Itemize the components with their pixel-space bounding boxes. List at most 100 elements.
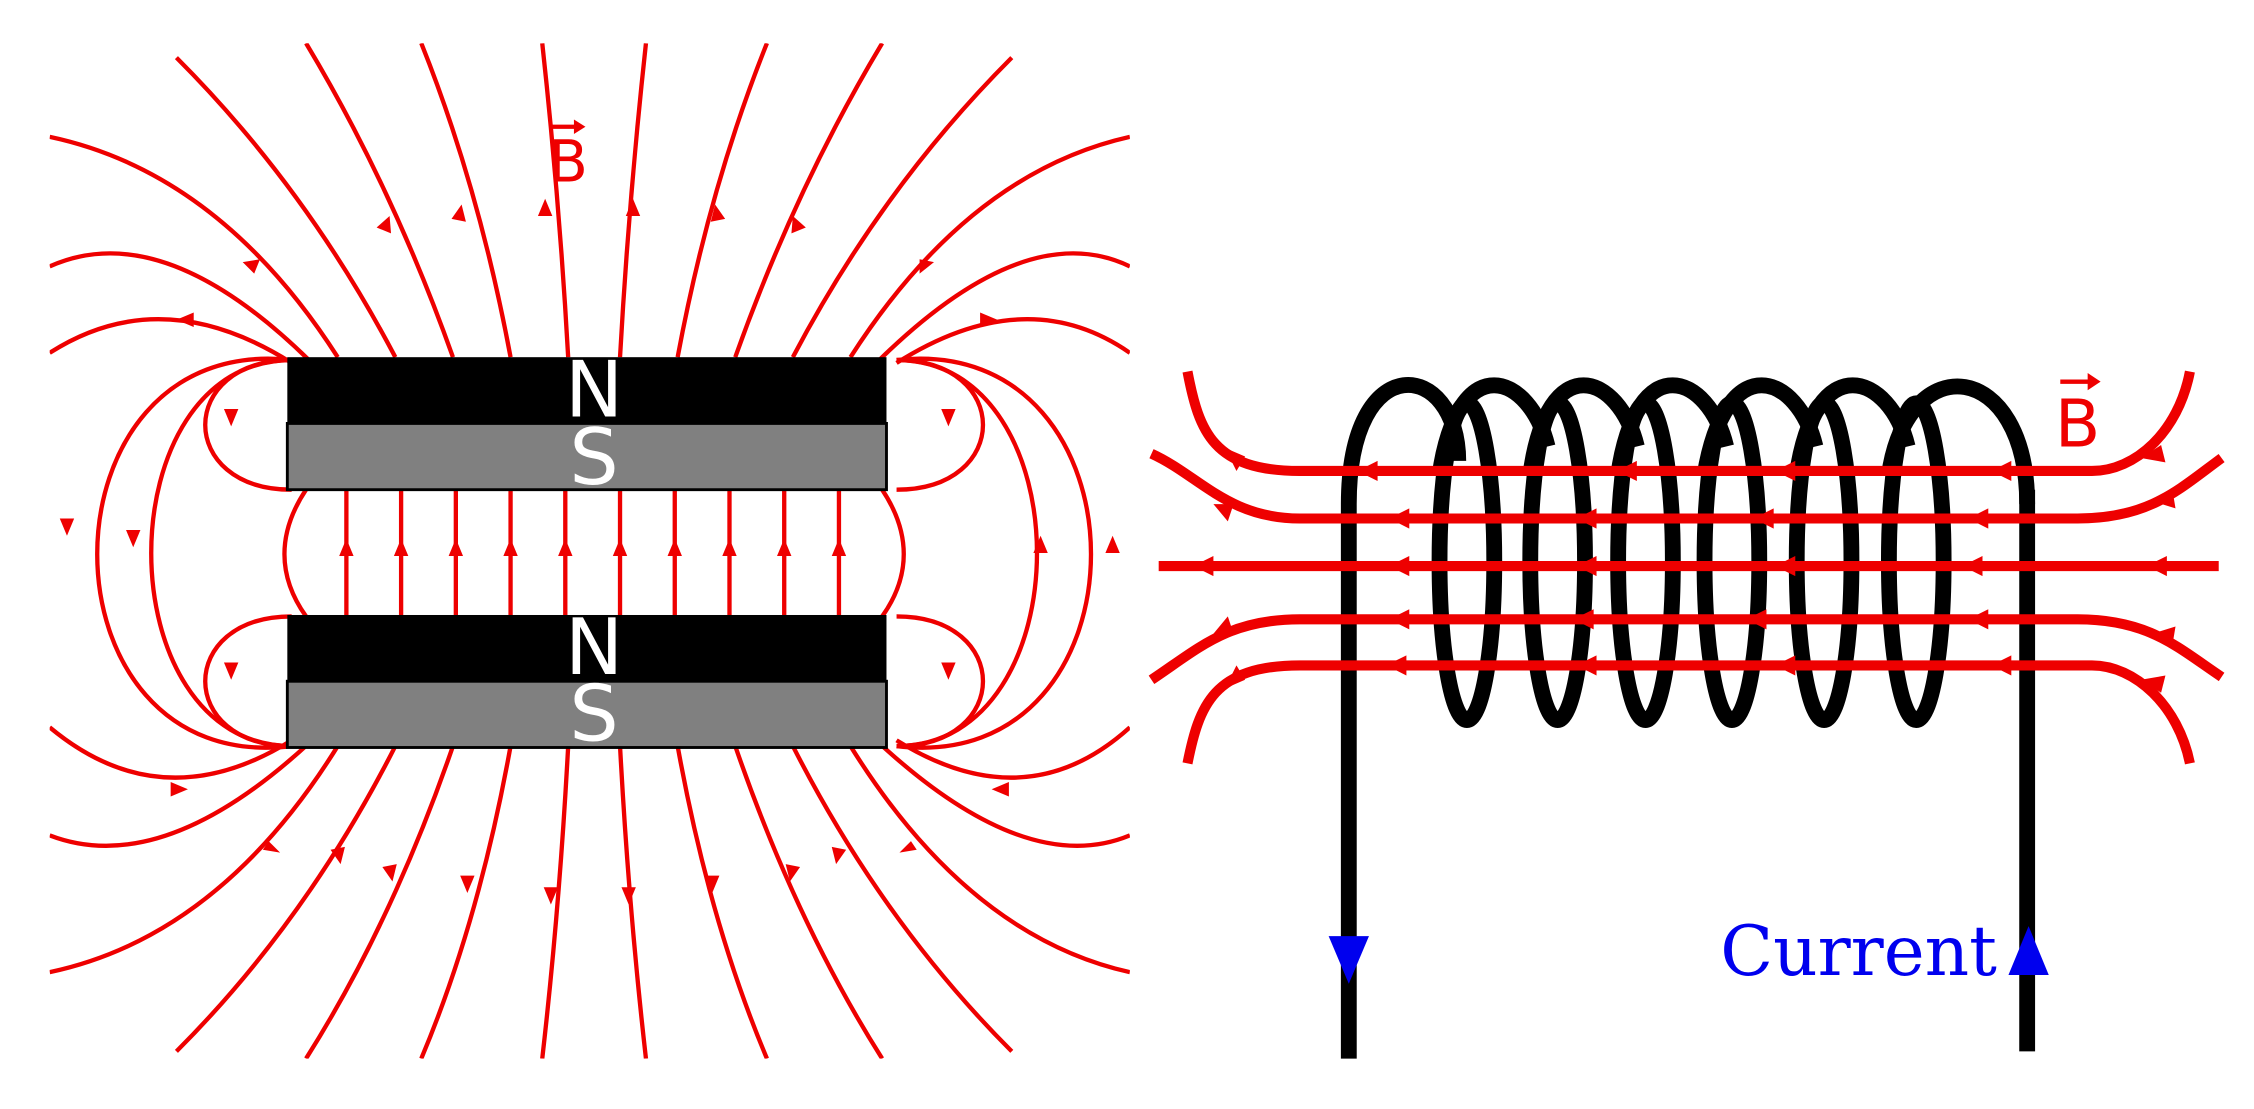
field-arrow (919, 259, 935, 274)
solenoid-field-arrows (1193, 445, 2176, 693)
solenoid-field-line (1148, 614, 2225, 684)
field-arrow (1213, 616, 1234, 634)
field-arrow (1775, 655, 1796, 676)
field-line (95, 356, 292, 750)
field-arrow (1105, 535, 1120, 554)
field-line (848, 134, 1130, 359)
field-line (733, 745, 884, 1059)
field-line (174, 56, 398, 359)
field-arrow (1389, 555, 1410, 577)
field-line (877, 741, 1130, 848)
field-line (282, 488, 308, 618)
field-line (49, 725, 293, 780)
field-arrow (382, 864, 397, 882)
field-arrow (1357, 460, 1378, 482)
field-arrow (330, 846, 345, 865)
field-line (880, 488, 906, 618)
field-line (203, 357, 292, 492)
field-arrow (1213, 504, 1234, 522)
field-arrow (1224, 665, 1246, 689)
field-arrow (460, 875, 475, 893)
field-arrow (991, 782, 1009, 797)
field-arrow (1991, 655, 2012, 676)
field-line (49, 317, 293, 365)
field-line (304, 745, 456, 1059)
top-magnet-north-label: N (565, 345, 623, 435)
field-arrow (1193, 555, 1214, 577)
field-line (617, 745, 649, 1059)
top-magnet-south-label: S (569, 413, 618, 503)
field-arrow (2140, 445, 2166, 463)
field-arrow (899, 841, 917, 853)
field-arrow (170, 782, 188, 797)
field-line (49, 741, 311, 848)
field-arrow (791, 216, 806, 234)
field-line (540, 43, 571, 358)
current-label: Current (1720, 912, 1997, 992)
field-arrow (831, 538, 847, 556)
field-arrow (1224, 447, 1246, 471)
field-line (617, 43, 649, 358)
field-arrow (2146, 555, 2167, 577)
field-line (675, 745, 769, 1059)
field-arrow (2140, 675, 2166, 693)
field-arrow (1386, 655, 1407, 676)
field-arrow (393, 538, 409, 556)
field-line (896, 357, 1040, 749)
field-arrow (1389, 508, 1410, 529)
field-line (790, 56, 1014, 359)
field-arrow (1753, 508, 1774, 529)
field-arrow (59, 518, 75, 536)
field-line (733, 43, 885, 358)
field-line (203, 614, 292, 749)
field-arrow (543, 887, 559, 905)
current-indicators: Current (1328, 912, 2049, 992)
vector-arrow-head (573, 119, 586, 134)
field-arrow (1775, 555, 1796, 577)
solenoid-diagram: B Current (1148, 370, 2225, 1059)
top-magnet-south (285, 421, 888, 492)
field-arrow (1775, 460, 1796, 482)
field-arrow (1968, 609, 1989, 630)
field-line (419, 745, 513, 1059)
current-arrow-down-icon (1328, 936, 1369, 984)
top-magnet: N S (285, 345, 888, 503)
field-arrow (1746, 609, 1767, 630)
field-arrow (980, 312, 998, 327)
field-arrow (339, 538, 354, 556)
field-arrow (2152, 626, 2176, 644)
field-line (149, 357, 292, 749)
field-arrow (625, 198, 641, 217)
field-line (49, 134, 340, 359)
field-arrow (621, 887, 636, 905)
field-line (895, 317, 1130, 365)
field-arrow (612, 538, 628, 556)
field-line (895, 725, 1130, 780)
field-arrow (831, 846, 847, 865)
field-arrow (176, 312, 194, 327)
bottom-magnet-north-label: N (565, 603, 623, 693)
field-arrow (262, 841, 281, 853)
field-arrow (451, 204, 466, 222)
magnet-field-lines (49, 43, 1130, 1059)
coil-top-arc (1881, 378, 2036, 505)
field-line (675, 43, 769, 358)
field-line (790, 745, 1014, 1053)
field-line (896, 356, 1094, 750)
right-b-vector-label: B (2055, 373, 2101, 462)
field-arrow (705, 875, 720, 893)
field-arrow (710, 204, 726, 222)
field-arrow (785, 864, 801, 882)
field-arrow (1576, 555, 1597, 577)
field-arrow (1616, 460, 1637, 482)
field-line (540, 745, 571, 1059)
field-arrow (223, 409, 239, 427)
field-arrow (1576, 508, 1597, 529)
magnet-field-arrows (59, 198, 1120, 905)
vector-arrow-head (2087, 373, 2101, 391)
field-line (848, 744, 1130, 975)
field-arrow (1576, 655, 1597, 676)
field-arrow (558, 538, 573, 556)
field-arrow (1573, 609, 1594, 630)
